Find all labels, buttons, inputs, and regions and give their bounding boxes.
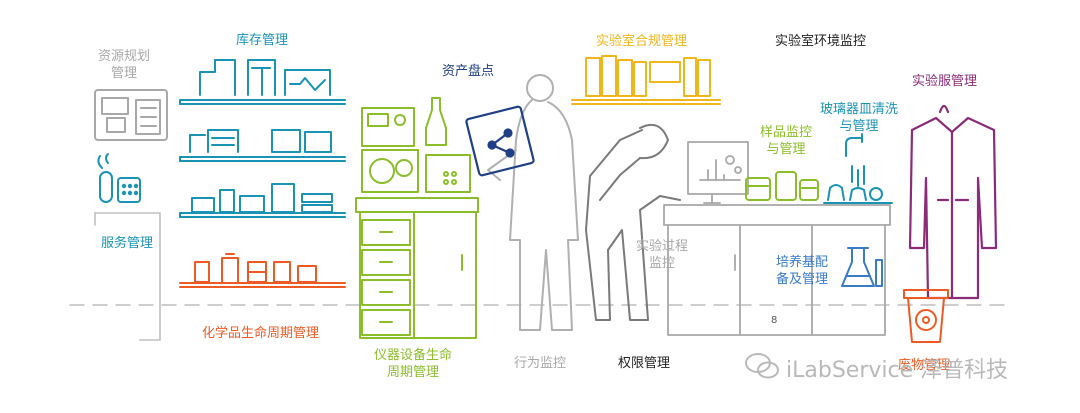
label-lab-coat: 实验服管理	[912, 74, 978, 89]
label-resource-planning-line1: 资源规划	[98, 49, 151, 64]
label-inventory: 库存管理	[236, 33, 289, 48]
left-cabinet-icon	[94, 212, 161, 341]
label-waste: 废物管理	[898, 358, 951, 373]
instrument-cabinet-icon	[355, 97, 479, 339]
lab-bench-icon	[663, 141, 891, 336]
label-sample-monitor: 样品监控 与管理	[760, 124, 812, 158]
lab-coat-icon	[908, 104, 998, 300]
inventory-shelf-icon	[179, 59, 346, 218]
wechat-icon	[745, 353, 779, 379]
label-process-line2: 监控	[649, 256, 676, 271]
label-resource-planning-line2: 管理	[111, 66, 138, 81]
label-process: 实验过程 监控	[636, 238, 688, 272]
label-process-line1: 实验过程	[636, 239, 689, 254]
label-instrument: 仪器设备生命 周期管理	[374, 347, 452, 381]
compliance-binder-icon	[571, 55, 721, 105]
glassware-icon	[823, 133, 893, 204]
sample-monitor-icon	[745, 171, 819, 201]
label-medium: 培养基配 备及管理	[776, 254, 828, 288]
label-behavior: 行为监控	[514, 356, 567, 371]
label-glassware-line2: 与管理	[839, 119, 879, 134]
label-sample-monitor-line2: 与管理	[766, 142, 806, 157]
label-resource-planning: 资源规划 管理	[98, 48, 150, 82]
label-medium-line1: 培养基配	[776, 255, 829, 270]
label-compliance: 实验室合规管理	[596, 34, 688, 49]
label-glassware-line1: 玻璃器皿清洗	[820, 102, 899, 117]
flask-icon	[841, 247, 883, 287]
label-instrument-line2: 周期管理	[387, 365, 440, 380]
planning-board-icon	[94, 89, 168, 141]
asset-count-person-icon	[487, 74, 579, 331]
waste-bin-icon	[903, 289, 949, 343]
chemical-shelf-icon	[179, 253, 346, 288]
label-environment: 实验室环境监控	[775, 34, 867, 49]
watermark-text: iLabService 泽普科技	[786, 358, 1009, 383]
label-glassware: 玻璃器皿清洗 与管理	[820, 101, 898, 135]
label-permission: 权限管理	[618, 356, 671, 371]
label-instrument-line1: 仪器设备生命	[374, 348, 453, 363]
permission-person-icon	[585, 124, 681, 321]
label-asset-count: 资产盘点	[442, 64, 495, 79]
label-medium-line2: 备及管理	[776, 272, 829, 287]
service-phone-icon	[97, 153, 141, 203]
tablet-icon	[465, 105, 535, 177]
page-number: 8	[771, 315, 778, 326]
label-sample-monitor-line1: 样品监控	[760, 125, 813, 140]
label-service: 服务管理	[101, 236, 154, 251]
label-chemical: 化学品生命周期管理	[202, 326, 320, 341]
